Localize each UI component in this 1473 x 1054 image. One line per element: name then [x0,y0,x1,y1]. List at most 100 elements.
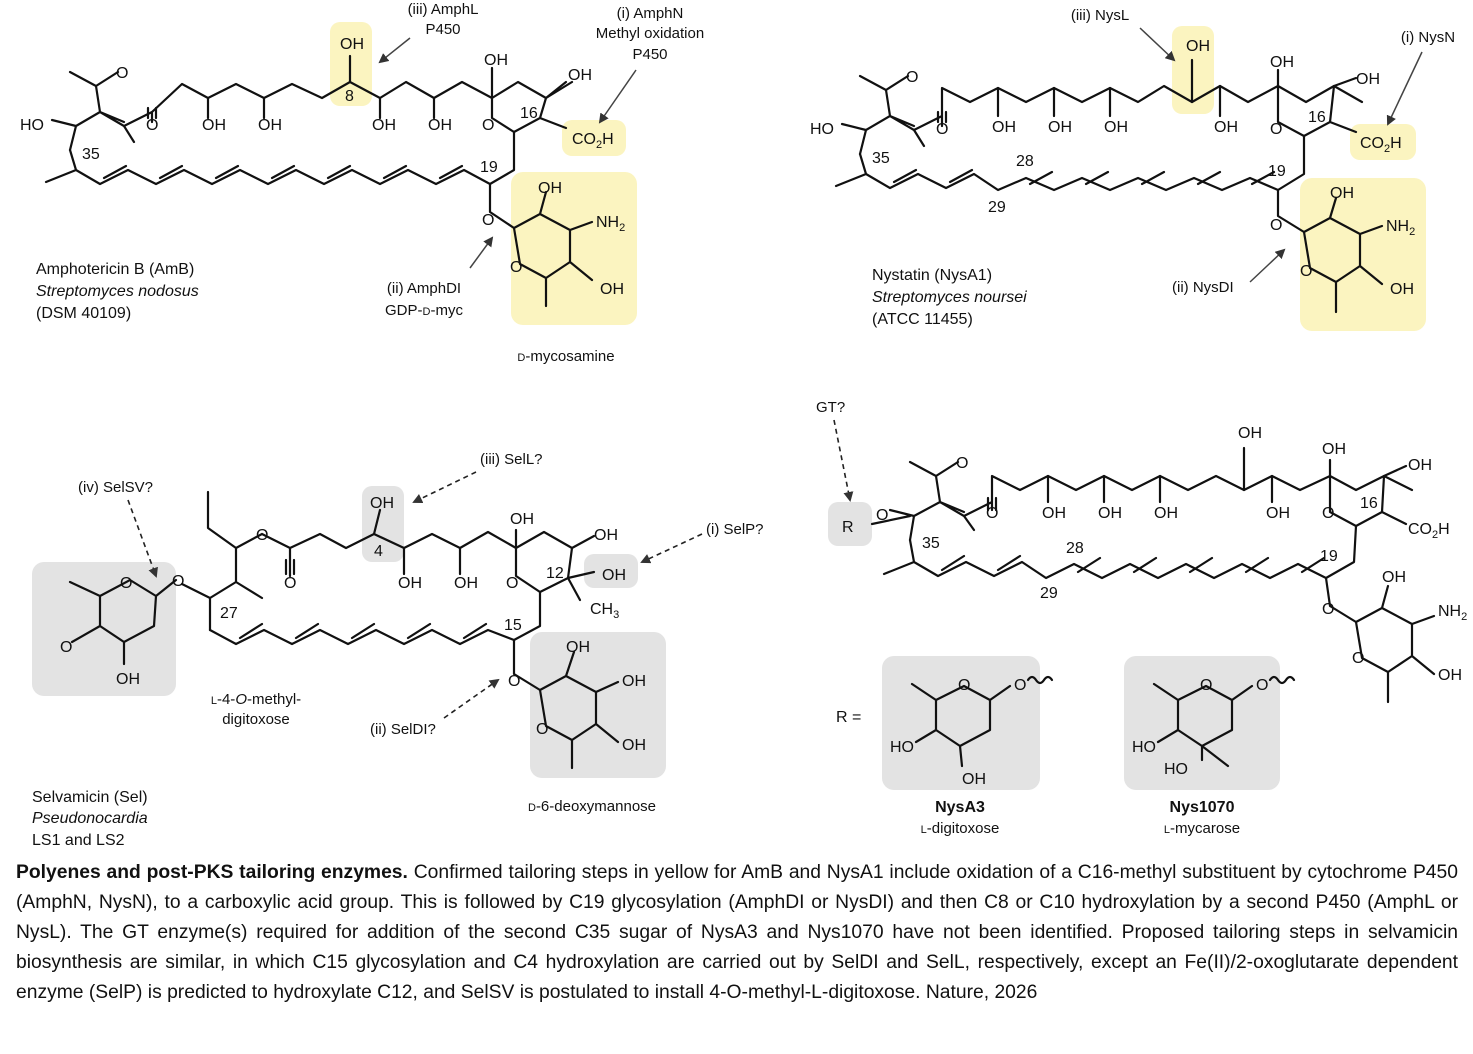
n2-co2h: CO2H [1408,521,1450,541]
amb-sugar-oh-top: OH [538,180,562,197]
nys-step-i: (i) NysN [1401,29,1455,46]
nys-hydroxyl-stubs [996,58,1222,118]
amb-step-iii-arrow [378,37,411,64]
sel-digitoxose-o-link: O [172,573,184,590]
sel-digitoxose-name-1: L-4-O-methyl- [211,691,301,708]
amb-step-iii-line1: (iii) AmphL [408,1,479,18]
amb-nh2: NH2 [596,214,625,234]
n2-oh-c10: OH [1238,425,1262,442]
amb-strain: (DSM 40109) [36,305,131,322]
nys-ring-o: O [1270,121,1282,138]
nys-step-ii: (ii) NysDI [1172,279,1234,296]
sel-c15-number: 15 [504,617,522,634]
n2-digitoxose-ring [910,682,1012,768]
amb-step-ii-line1: (ii) AmphDI [387,280,461,297]
n2-glycosidic-link [1324,576,1358,624]
n2-sugar-oh-bottom: OH [1438,667,1462,684]
nys-name: Nystatin (NysA1) [872,267,992,284]
sel-step-ii: (ii) SelDI? [370,721,436,738]
n2-gt-arrow [833,419,854,502]
nys-oh-1: OH [992,119,1016,136]
sel-polyene-double-bonds [238,622,488,640]
highlight-nys-mycosamine [1300,178,1426,331]
nys-c19-number: 19 [1268,163,1286,180]
sel-oh-c4: OH [370,495,394,512]
amb-organism: Streptomyces nodosus [36,283,199,300]
n2-r-o: O [876,507,888,524]
amb-oh-hemiketal: OH [484,52,508,69]
n2-mycarose-ho-2: HO [1164,761,1188,778]
amb-c19-number: 19 [480,159,498,176]
n2-carbonyl-o: O [986,505,998,522]
n2-nh2: NH2 [1438,603,1467,623]
sel-glyco-o: O [508,673,520,690]
sel-ch3: CH3 [590,601,619,621]
nys-oh-5: OH [1356,71,1380,88]
nys-sugar-oh-bottom: OH [1390,281,1414,298]
sel-strain: LS1 and LS2 [32,832,125,849]
amb-hydroxyl-stubs [206,54,436,120]
amb-name: Amphotericin B (AmB) [36,261,194,278]
n2-oh-hemiketal: OH [1322,441,1346,458]
n2-oh-4: OH [1266,505,1290,522]
nys-glyco-o: O [1270,217,1282,234]
n2-gt-label: GT? [816,399,845,416]
amb-ester-chain [50,70,574,152]
nys-sugar-ring-o: O [1300,263,1312,280]
n2-c29-number: 29 [1040,585,1058,602]
sel-oh-1: OH [398,575,422,592]
nys-carbonyl-o: O [936,121,948,138]
nys-organism: Streptomyces noursei [872,289,1027,306]
nys-polyene-chain [834,134,1306,192]
amb-sugar-oh-bottom: OH [600,281,624,298]
amb-oh-5: OH [568,67,592,84]
amb-c8-number: 8 [345,88,354,105]
sel-deoxymannose-ring [538,650,620,770]
n2-r-label: R [842,519,854,536]
amb-step-i-arrow [598,69,637,124]
amb-c16-number: 16 [520,105,538,122]
nys-ester-chain [840,74,1364,156]
amb-sugar-ring-o: O [510,259,522,276]
sel-c12-number: 12 [546,565,564,582]
nys-step-ii-arrow [1249,248,1286,283]
n2-oh-1: OH [1042,505,1066,522]
n2-hydroxyl-stubs [1046,446,1274,504]
amb-ring-o: O [482,117,494,134]
caption-title: Polyenes and post-PKS tailoring enzymes. [16,862,408,883]
n2-ring-o: O [1322,505,1334,522]
n2-ester-o: O [956,455,968,472]
nys-oh-c10: OH [1186,38,1210,55]
n2-ester-chain [888,460,1414,542]
sel-step-i-arrow [640,533,703,564]
highlight-sel-c12-hydroxyl [584,554,638,588]
sel-step-iii: (iii) SelL? [480,451,543,468]
n2-oh-3: OH [1154,505,1178,522]
n2-oh-2: OH [1098,505,1122,522]
amb-step-ii-line2: GDP-D-myc [385,302,463,319]
amb-glyco-o: O [482,212,494,229]
sel-name: Selvamicin (Sel) [32,789,148,806]
n2-mycarose-ring-o: O [1200,677,1212,694]
n2-oh-5: OH [1408,457,1432,474]
nys-c29-number: 29 [988,199,1006,216]
n2-polyene-double-bonds [940,554,1326,574]
n2-mycarose-link-o: O [1256,677,1268,694]
sel-c27-number: 27 [220,605,238,622]
sel-oh-hemiketal: OH [510,511,534,528]
sel-polyene-chain [208,590,542,646]
nys-sugar-oh-top: OH [1330,185,1354,202]
nys-c35-number: 35 [872,150,890,167]
sel-deoxymannose-link [512,638,542,692]
amb-step-i-line3: P450 [632,46,667,63]
panel-selvamicin: O O O OH 27 O O OH 4 OH OH OH O 12 OH OH… [32,451,764,849]
polyene-figure: HO 35 O O OH OH OH 8 OH OH OH O 16 OH CO… [20,1,1467,849]
amb-step-iii-line2: P450 [425,21,460,38]
sel-carbonyl [284,558,296,576]
sel-mannose-oh-right1: OH [622,673,646,690]
amb-oh-3: OH [372,117,396,134]
n2-mycosamine-ring [1354,584,1436,704]
nys-oh-hemiketal: OH [1270,54,1294,71]
sel-mannose-ring-o: O [536,721,548,738]
panel-amphotericin-b: HO 35 O O OH OH OH 8 OH OH OH O 16 OH CO… [20,1,704,365]
